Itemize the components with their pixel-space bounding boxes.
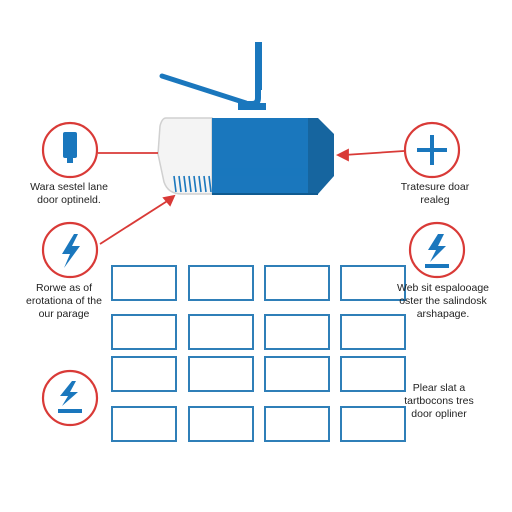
lightning-icon [408, 221, 466, 279]
garage-door-panel-grid [111, 265, 406, 442]
door-panel [264, 314, 330, 350]
vent-grille [173, 175, 212, 193]
door-panel [111, 265, 177, 301]
connector-lines [98, 148, 405, 245]
door-panel [111, 406, 177, 442]
connector-mid-left [99, 197, 173, 245]
door-panel [264, 356, 330, 392]
plus-icon [403, 121, 461, 179]
label-bottom-right: Plear slat a tartbocons tres door opline… [404, 382, 474, 420]
door-panel [264, 265, 330, 301]
arrowhead-top-right [335, 148, 349, 162]
lightning-icon [41, 221, 99, 279]
lightning-icon [41, 369, 99, 427]
door-panel [340, 356, 406, 392]
door-panel [264, 406, 330, 442]
door-panel [340, 314, 406, 350]
door-panel [111, 314, 177, 350]
garage-door-opener-unit [157, 117, 334, 195]
door-panel [188, 356, 254, 392]
door-panel [340, 406, 406, 442]
label-mid-right: Web sit espalooage oster the salindosk a… [396, 282, 490, 320]
arrowhead-mid-left [162, 194, 176, 207]
door-panel [188, 406, 254, 442]
door-panel [188, 314, 254, 350]
door-panel [340, 265, 406, 301]
ceiling-mount [159, 42, 266, 110]
door-panel [111, 356, 177, 392]
label-mid-left: Rorwe as of erotationa of the our parage [26, 282, 102, 320]
battery-icon [41, 121, 99, 179]
label-top-right: Tratesure doar realeg [400, 181, 470, 206]
connector-top-right [343, 150, 405, 156]
label-top-left: Wara sestel lane door optineld. [30, 181, 108, 206]
door-panel [188, 265, 254, 301]
